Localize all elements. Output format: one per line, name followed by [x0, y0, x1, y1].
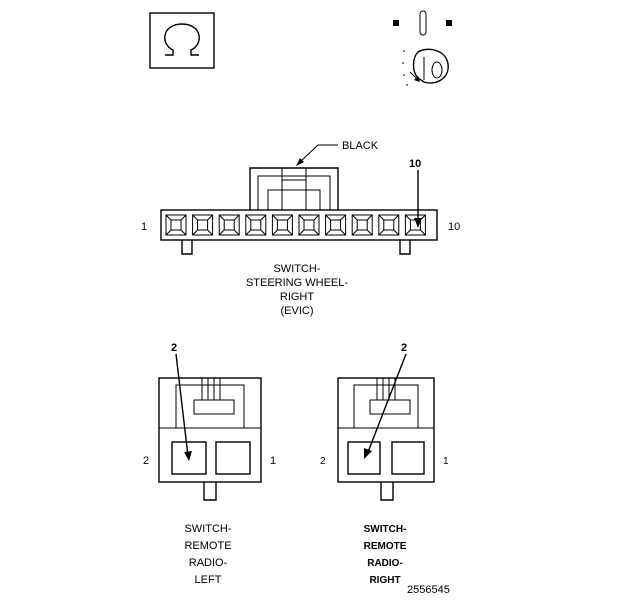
pin-cavity	[165, 214, 187, 236]
title-line: RADIO-	[367, 558, 403, 569]
title-line: LEFT	[195, 574, 222, 586]
color-callout: BLACK	[296, 140, 379, 166]
ignition-key-icon	[393, 10, 452, 86]
pin-callout-label: 2	[401, 342, 407, 354]
figure-number: 2556545	[407, 584, 450, 596]
title-line: (EVIC)	[281, 305, 314, 317]
pin-cavity	[351, 214, 373, 236]
pin-cavity-row	[165, 214, 426, 236]
left-connector-title: SWITCH- REMOTE RADIO- LEFT	[184, 523, 231, 586]
pin-10-callout: 10	[409, 158, 422, 228]
title-line: RIGHT	[369, 575, 400, 586]
pin-left-label: 2	[320, 456, 326, 467]
pin-left-label: 1	[141, 221, 147, 233]
pin-left-label: 2	[143, 455, 149, 467]
pin-cavity	[271, 214, 293, 236]
title-line: RIGHT	[280, 291, 315, 303]
right-connector	[337, 377, 435, 501]
pin-cavity	[325, 214, 347, 236]
pin-cavity	[404, 214, 426, 236]
pin-callout-label: 2	[171, 342, 177, 354]
title-line: RADIO-	[189, 557, 228, 569]
pin-right-label: 10	[448, 221, 460, 233]
connector-color-label: BLACK	[342, 140, 379, 152]
title-line: SWITCH-	[364, 524, 407, 535]
title-line: REMOTE	[364, 541, 407, 552]
main-connector	[160, 167, 438, 255]
pin-cavity	[218, 214, 240, 236]
right-connector-title: SWITCH- REMOTE RADIO- RIGHT	[364, 524, 407, 586]
main-connector-title: SWITCH- STEERING WHEEL- RIGHT (EVIC)	[246, 263, 348, 317]
title-line: SWITCH-	[273, 263, 320, 275]
pin-right-label: 1	[270, 455, 276, 467]
pin-cavity	[245, 214, 267, 236]
pin-callout-label: 10	[409, 158, 421, 170]
horn-symbol-icon	[149, 12, 215, 69]
left-pin-callout: 2	[171, 342, 192, 461]
title-line: SWITCH-	[184, 523, 231, 535]
pin-cavity	[298, 214, 320, 236]
pin-cavity	[378, 214, 400, 236]
pin-cavity	[192, 214, 214, 236]
title-line: STEERING WHEEL-	[246, 277, 348, 289]
pin-right-label: 1	[443, 456, 449, 467]
title-line: REMOTE	[184, 540, 231, 552]
left-connector	[158, 377, 262, 501]
right-pin-callout: 2	[364, 342, 407, 459]
